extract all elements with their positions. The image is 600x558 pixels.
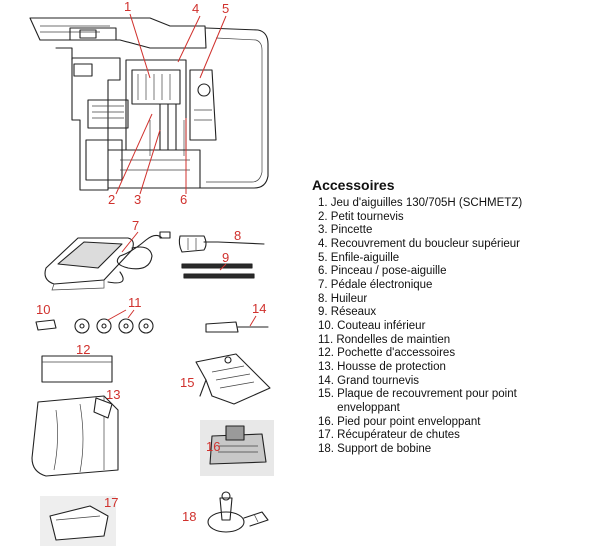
list-item: 13. Housse de protection	[318, 360, 446, 373]
callout-9: 9	[222, 250, 229, 265]
nets-drawing	[181, 263, 255, 279]
list-item: 18. Support de bobine	[318, 442, 432, 455]
callout-5: 5	[222, 1, 229, 16]
foot-pedal-drawing	[44, 231, 171, 291]
list-item: 16. Pied pour point enveloppant	[318, 415, 481, 428]
callout-3: 3	[134, 192, 141, 207]
large-screwdriver-drawing	[205, 321, 269, 333]
list-item: 4. Recouvrement du boucleur supérieur	[318, 237, 521, 250]
oiler-drawing	[178, 235, 265, 253]
cover-plate-drawing	[195, 353, 271, 405]
list-item: 3. Pincette	[318, 224, 373, 237]
list-item: 5. Enfile-aiguille	[318, 251, 400, 264]
callout-13: 13	[106, 387, 120, 402]
machine-callouts: 1 4 5 2 3 6	[108, 0, 229, 207]
callout-6: 6	[180, 192, 187, 207]
list-item: 10. Couteau inférieur	[318, 319, 426, 332]
washers-drawing	[74, 318, 154, 334]
callout-8: 8	[234, 228, 241, 243]
list-item: 2. Petit tournevis	[318, 210, 404, 223]
serger-machine-drawing	[29, 17, 269, 191]
list-item: 1. Jeu d'aiguilles 130/705H (SCHMETZ)	[318, 197, 523, 209]
list-item: 8. Huileur	[318, 292, 368, 305]
callout-11: 11	[128, 295, 142, 310]
overlock-foot-drawing	[200, 420, 274, 476]
spool-holder-drawing	[207, 491, 269, 533]
list-item: 17. Récupérateur de chutes	[318, 429, 460, 442]
callout-12: 12	[76, 342, 90, 357]
list-item: 15. Plaque de recouvrement pour point	[318, 388, 517, 401]
callout-7: 7	[132, 218, 139, 233]
list-item: 11. Rondelles de maintien	[318, 333, 451, 346]
accessory-pouch-drawing	[41, 355, 113, 383]
callout-15: 15	[180, 375, 194, 390]
accessories-legend: Accessoires 1. Jeu d'aiguilles 130/705H …	[312, 176, 598, 456]
callout-14: 14	[252, 301, 266, 316]
list-item: enveloppant	[318, 401, 400, 414]
list-item: 14. Grand tournevis	[318, 374, 420, 387]
accessories-title: Accessoires	[312, 177, 395, 193]
callout-16: 16	[206, 439, 220, 454]
callout-1: 1	[124, 0, 131, 14]
callout-4: 4	[192, 1, 199, 16]
dust-cover-drawing	[31, 395, 119, 477]
accessories-list: 1. Jeu d'aiguilles 130/705H (SCHMETZ) 2.…	[312, 197, 598, 456]
callout-18: 18	[182, 509, 196, 524]
list-item: 9. Réseaux	[318, 306, 377, 319]
callout-17: 17	[104, 495, 118, 510]
list-item: 7. Pédale électronique	[318, 278, 433, 291]
callout-10: 10	[36, 302, 50, 317]
list-item: 6. Pinceau / pose-aiguille	[318, 265, 447, 278]
lower-knife-drawing	[35, 319, 57, 331]
callout-2: 2	[108, 192, 115, 207]
list-item: 12. Pochette d'accessoires	[318, 347, 456, 360]
waste-collector-drawing	[40, 496, 116, 546]
